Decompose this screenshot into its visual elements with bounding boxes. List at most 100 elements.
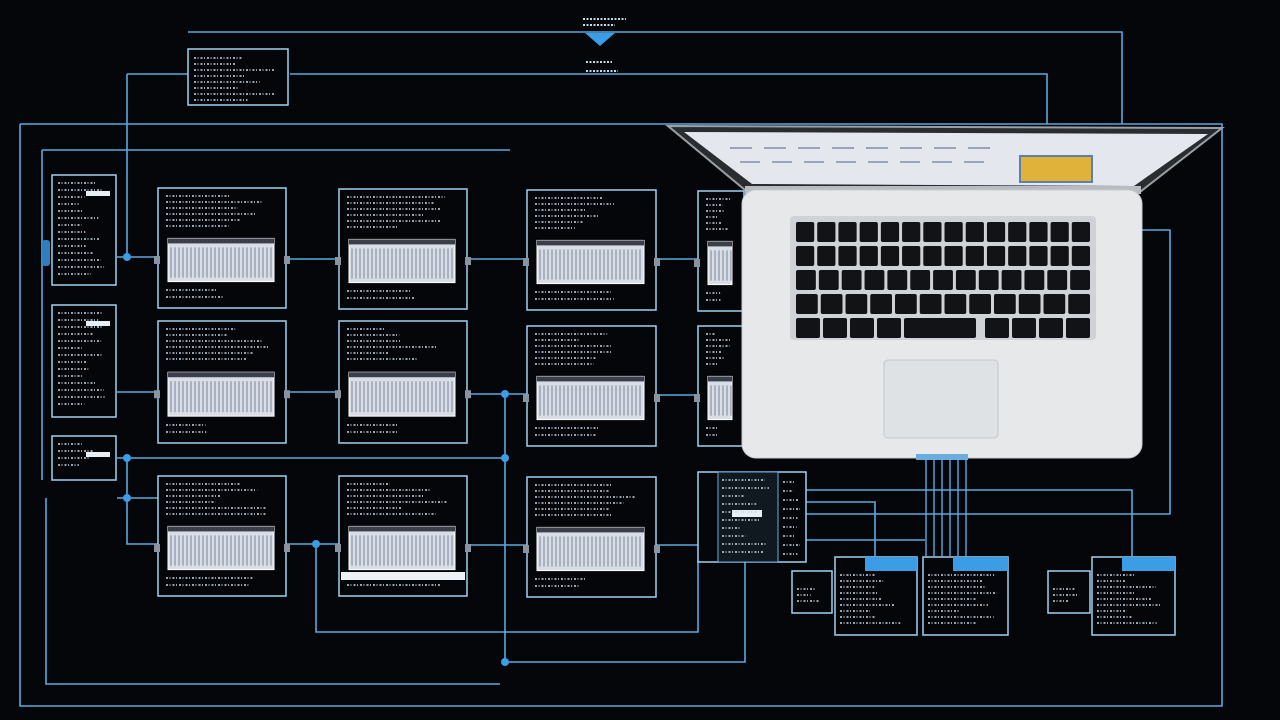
- detail-card: [834, 556, 918, 636]
- cable-bundle: [916, 454, 968, 460]
- keyboard-key: [796, 222, 815, 242]
- keyboard-key: [820, 294, 843, 314]
- module-panel: [523, 325, 660, 447]
- keyboard-key: [944, 222, 963, 242]
- label-bar: [86, 191, 110, 196]
- keyboard-key: [1029, 246, 1048, 266]
- detail-card: [791, 570, 833, 614]
- laptop-screen: [684, 132, 1208, 186]
- screen-thumbnail-icon: [167, 371, 275, 417]
- connector-line: [806, 229, 1171, 515]
- screen-thumbnail-icon: [536, 526, 645, 572]
- screen-titlebar: [708, 241, 732, 247]
- keyboard-key: [944, 294, 967, 314]
- screen-titlebar: [349, 372, 455, 378]
- keyboard-key: [1039, 318, 1063, 338]
- keyboard-key: [1018, 294, 1041, 314]
- port-connector-icon: [335, 257, 341, 265]
- keyboard-key: [986, 246, 1006, 266]
- screen-thumbnail-icon: [348, 525, 456, 571]
- connector-line: [290, 73, 1048, 124]
- screen-titlebar: [168, 372, 274, 378]
- keyboard-key: [986, 222, 1006, 242]
- module-panel: [335, 475, 471, 597]
- keyboard-key: [850, 318, 874, 338]
- keyboard-key: [796, 270, 816, 290]
- port-connector-icon: [154, 390, 160, 399]
- keyboard-key: [923, 246, 942, 266]
- connector-line: [806, 501, 876, 556]
- keyboard-key: [1047, 270, 1068, 290]
- connector-line: [504, 394, 746, 663]
- keyboard-key: [1066, 318, 1090, 338]
- control-panel: [697, 471, 807, 563]
- screen-titlebar: [349, 239, 455, 245]
- port-connector-icon: [284, 390, 290, 399]
- keyboard-key: [880, 246, 900, 266]
- port-connector-icon: [335, 544, 341, 552]
- keyboard-key: [994, 294, 1016, 314]
- keyboard-key: [1024, 270, 1045, 290]
- port-connector-icon: [465, 257, 471, 265]
- keyboard-key: [1008, 246, 1027, 266]
- legend-card: [187, 48, 289, 106]
- port-connector-icon: [284, 256, 290, 264]
- keyboard-key: [902, 246, 921, 266]
- screen-thumbnail-icon: [536, 239, 645, 285]
- keyboard-key: [969, 294, 991, 314]
- keyboard-key: [955, 270, 976, 290]
- hub-node-icon: [501, 658, 509, 666]
- hub-node-icon: [501, 390, 509, 398]
- module-panel: [523, 189, 660, 311]
- card-frame: [187, 48, 289, 106]
- port-connector-icon: [523, 545, 529, 553]
- keyboard-key: [817, 222, 836, 242]
- port-connector-icon: [654, 258, 660, 266]
- port-connector-icon: [465, 390, 471, 399]
- keyboard-key: [877, 318, 901, 338]
- port-connector-icon: [654, 394, 660, 402]
- keyboard-key: [965, 222, 984, 242]
- card-frame: [1047, 570, 1091, 614]
- screen-window: [1019, 155, 1093, 183]
- detail-card: [1091, 556, 1176, 636]
- keyboard-key: [919, 294, 942, 314]
- keyboard-key: [870, 294, 892, 314]
- keyboard-key: [985, 318, 1009, 338]
- screen-titlebar: [349, 526, 455, 532]
- keyboard-key: [933, 270, 953, 290]
- keyboard-key: [818, 270, 839, 290]
- connector-line: [19, 123, 1223, 707]
- keyboard-key: [796, 318, 820, 338]
- keyboard-key: [1029, 222, 1048, 242]
- card-frame: [791, 570, 833, 614]
- header-emblem: [583, 18, 626, 72]
- screen-thumbnail-icon: [167, 237, 275, 283]
- module-panel: [694, 190, 748, 312]
- keyboard-key: [910, 270, 931, 290]
- keyboard-key: [1070, 270, 1090, 290]
- connector-line: [45, 498, 500, 685]
- port-connector-icon: [694, 394, 700, 402]
- connector-line: [315, 544, 699, 633]
- module-panel: [523, 476, 660, 598]
- keyboard-key: [978, 270, 999, 290]
- label-bar: [86, 452, 110, 457]
- detail-card: [922, 556, 1009, 636]
- screen-titlebar: [708, 376, 732, 382]
- screen-thumbnail-icon: [348, 238, 456, 284]
- keyboard-key: [965, 246, 984, 266]
- keyboard-key: [859, 246, 878, 266]
- module-panel: [335, 320, 471, 444]
- keyboard-key: [796, 246, 815, 266]
- module-panel: [694, 325, 748, 447]
- keyboard-key: [1001, 270, 1022, 290]
- module-panel: [154, 187, 290, 309]
- keyboard-key: [864, 270, 885, 290]
- screen-thumbnail-icon: [536, 375, 645, 421]
- card-header: [953, 557, 1008, 571]
- keyboard-key: [1068, 294, 1090, 314]
- keyboard-key: [1012, 318, 1036, 338]
- status-strip: [341, 572, 465, 580]
